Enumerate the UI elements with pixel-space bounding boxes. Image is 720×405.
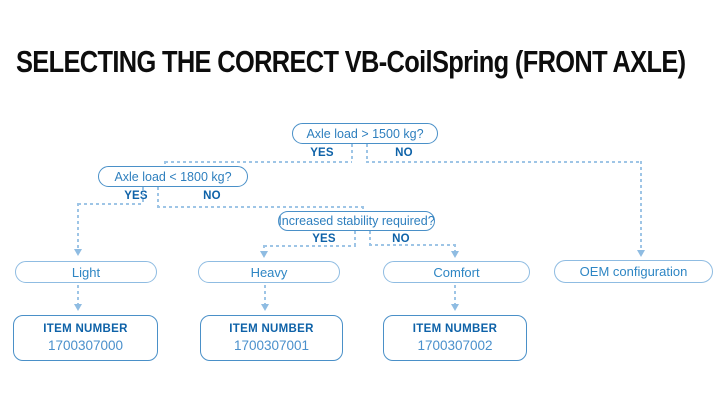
connector-q2-no-drop xyxy=(157,187,159,207)
label-yes-stability: YES xyxy=(312,233,336,245)
item-number-label-heavy: ITEM NUMBER xyxy=(229,323,314,335)
arrow-down-icon xyxy=(636,250,645,257)
page-title: SELECTING THE CORRECT VB-CoilSpring (FRO… xyxy=(16,44,686,79)
label-yes-axle-1500: YES xyxy=(310,147,334,159)
result-comfort: Comfort xyxy=(383,261,530,283)
result-oem-configuration-label: OEM configuration xyxy=(579,264,688,279)
connector-q2-no-horizontal xyxy=(157,206,364,208)
result-light-label: Light xyxy=(71,264,101,280)
connector-q1-yes-horizontal xyxy=(165,161,352,163)
result-heavy-label: Heavy xyxy=(250,264,288,280)
item-box-heavy: ITEM NUMBER 1700307001 xyxy=(200,315,343,361)
item-box-light: ITEM NUMBER 1700307000 xyxy=(13,315,158,361)
arrow-down-icon xyxy=(450,304,459,311)
connector-light-vertical xyxy=(77,203,79,249)
item-number-value-heavy: 1700307001 xyxy=(233,338,310,353)
arrow-down-icon xyxy=(73,249,82,256)
connector-q2-yes-horizontal xyxy=(78,203,144,205)
decision-axle-load-1800-label: Axle load < 1800 kg? xyxy=(114,169,232,184)
decision-axle-load-1800: Axle load < 1800 kg? xyxy=(98,166,248,187)
decision-stability-label: Increased stability required? xyxy=(278,214,435,228)
connector-q3-yes-drop xyxy=(354,231,356,247)
decision-axle-load-1500: Axle load > 1500 kg? xyxy=(292,123,438,144)
decision-axle-load-1500-label: Axle load > 1500 kg? xyxy=(306,126,424,141)
connector-heavy-item-vertical xyxy=(264,285,266,304)
connector-q1-yes-stub xyxy=(164,161,166,166)
connector-q3-no-horizontal xyxy=(369,244,456,246)
label-yes-axle-1800: YES xyxy=(124,190,148,202)
arrow-down-icon xyxy=(259,251,268,258)
item-number-label-light: ITEM NUMBER xyxy=(43,323,128,335)
result-light: Light xyxy=(15,261,157,283)
connector-light-item-vertical xyxy=(77,285,79,304)
item-number-label-comfort: ITEM NUMBER xyxy=(412,323,498,335)
connector-q1-yes-drop xyxy=(351,144,353,162)
decision-stability: Increased stability required? xyxy=(278,211,435,231)
connector-q2-yes-drop xyxy=(142,187,144,204)
connector-q1-no-drop xyxy=(366,144,368,162)
connector-oem-vertical xyxy=(640,161,642,250)
arrow-down-icon xyxy=(260,304,269,311)
arrow-down-icon xyxy=(450,251,459,258)
result-heavy: Heavy xyxy=(198,261,340,283)
result-comfort-label: Comfort xyxy=(433,264,480,280)
item-number-value-light: 1700307000 xyxy=(47,338,124,353)
label-no-axle-1800: NO xyxy=(203,190,221,202)
connector-comfort-item-vertical xyxy=(454,285,456,304)
arrow-down-icon xyxy=(73,304,82,311)
connector-heavy-vertical xyxy=(263,245,265,251)
label-no-axle-1500: NO xyxy=(395,147,413,159)
label-no-stability: NO xyxy=(392,233,410,245)
connector-q2-no-stub xyxy=(362,206,364,211)
result-oem-configuration: OEM configuration xyxy=(554,260,713,283)
connector-comfort-vertical xyxy=(454,244,456,251)
connector-q3-yes-horizontal xyxy=(264,245,356,247)
connector-q3-no-drop xyxy=(369,231,371,245)
item-number-value-comfort: 1700307002 xyxy=(417,338,493,353)
connector-q1-no-horizontal xyxy=(366,161,642,163)
item-box-comfort: ITEM NUMBER 1700307002 xyxy=(383,315,527,361)
